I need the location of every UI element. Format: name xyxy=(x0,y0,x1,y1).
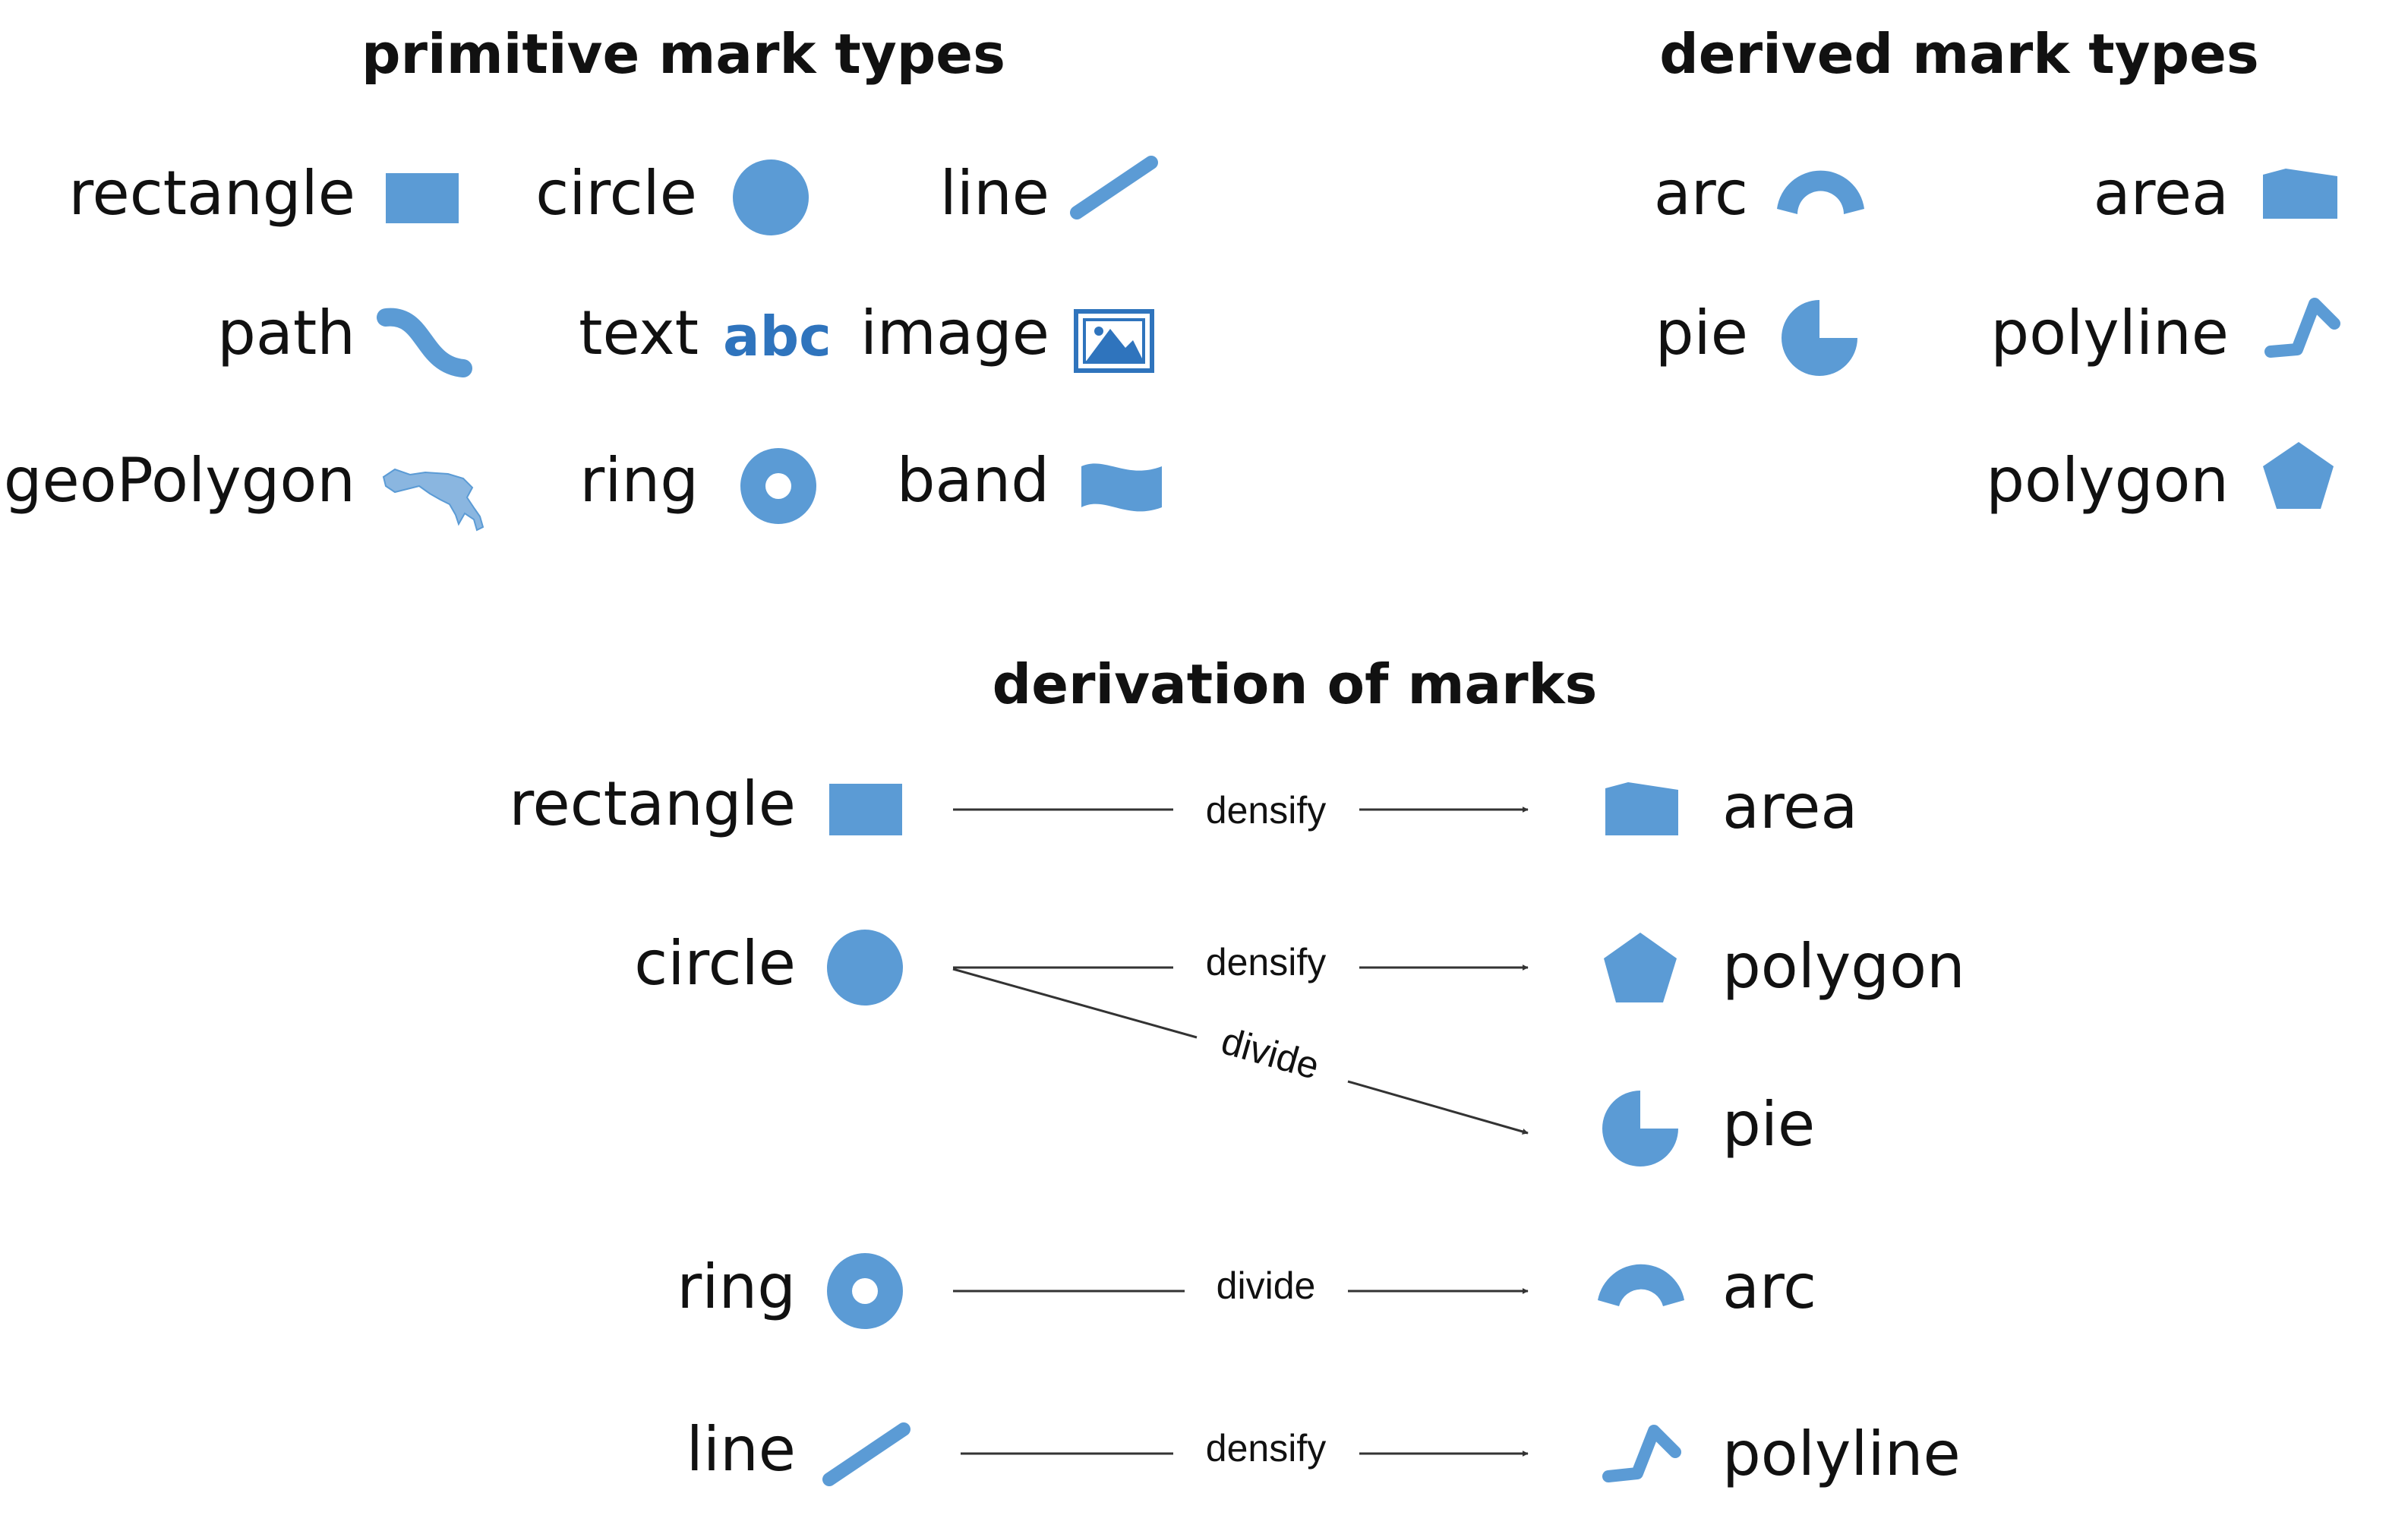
primitive-label-text: text xyxy=(579,298,699,368)
operation-label: densify xyxy=(1206,1427,1326,1470)
arrow-ring-arc: divide xyxy=(953,1264,1529,1307)
operation-label: divide xyxy=(1217,1019,1324,1088)
rectangle-icon xyxy=(386,173,459,223)
primitive-label-path: path xyxy=(217,298,355,368)
source-label-circle: circle xyxy=(634,928,796,999)
polyline-icon xyxy=(1602,1425,1681,1482)
target-label-area: area xyxy=(1722,772,1857,842)
path-icon xyxy=(377,308,472,377)
derived-section: derived mark types arc area pie polyline… xyxy=(1654,22,2340,516)
arrow-rectangle-area: densify xyxy=(953,789,1529,832)
primitive-label-circle: circle xyxy=(535,158,697,229)
arrow-circle-polygon: densify xyxy=(953,941,1529,983)
derived-label-area: area xyxy=(2094,158,2229,229)
geopolygon-icon xyxy=(382,468,484,532)
band-icon xyxy=(1081,463,1162,512)
derived-label-polygon: polygon xyxy=(1986,445,2229,516)
derived-title: derived mark types xyxy=(1659,22,2259,86)
pie-icon xyxy=(1782,300,1857,376)
primitive-label-ring: ring xyxy=(579,445,699,516)
derived-label-pie: pie xyxy=(1655,298,1748,368)
pie-icon xyxy=(1602,1091,1678,1167)
arc-icon xyxy=(1598,1264,1684,1306)
arc-icon xyxy=(1777,170,1864,214)
derived-label-arc: arc xyxy=(1654,158,1748,229)
polyline-icon xyxy=(2264,298,2340,358)
derivation-title: derivation of marks xyxy=(993,652,1598,716)
arrow-line-polyline: densify xyxy=(961,1427,1529,1470)
source-label-ring: ring xyxy=(677,1252,796,1322)
rectangle-icon xyxy=(829,784,902,835)
target-label-polyline: polyline xyxy=(1722,1419,1961,1489)
operation-label: divide xyxy=(1217,1264,1316,1307)
area-icon xyxy=(2263,169,2337,219)
source-label-line: line xyxy=(686,1414,796,1485)
derived-label-polyline: polyline xyxy=(1990,298,2229,368)
ring-icon xyxy=(827,1253,903,1329)
arrow-circle-pie: divide xyxy=(952,968,1529,1135)
target-label-arc: arc xyxy=(1722,1252,1816,1322)
operation-label: densify xyxy=(1206,941,1326,983)
target-label-polygon: polygon xyxy=(1722,931,1965,1002)
source-label-rectangle: rectangle xyxy=(509,769,796,839)
derivation-section: derivation of marks rectangle circle rin… xyxy=(509,652,1965,1489)
primitive-label-rectangle: rectangle xyxy=(68,158,355,229)
circle-icon xyxy=(733,159,809,235)
line-icon xyxy=(1070,156,1158,219)
primitive-label-band: band xyxy=(897,445,1049,516)
polygon-icon xyxy=(1604,933,1677,1002)
target-label-pie: pie xyxy=(1722,1089,1815,1160)
circle-icon xyxy=(827,930,903,1006)
text-icon: abc xyxy=(723,305,832,368)
area-icon xyxy=(1605,782,1678,835)
ring-icon xyxy=(740,448,816,524)
primitive-label-geopolygon: geoPolygon xyxy=(4,445,355,516)
primitive-title: primitive mark types xyxy=(361,22,1005,86)
primitive-section: primitive mark types rectangle circle li… xyxy=(4,22,1162,532)
line-icon xyxy=(822,1422,910,1486)
polygon-icon xyxy=(2263,442,2334,509)
operation-label: densify xyxy=(1206,789,1326,832)
primitive-label-image: image xyxy=(860,298,1049,368)
primitive-label-line: line xyxy=(940,158,1049,229)
image-icon xyxy=(1074,309,1154,373)
